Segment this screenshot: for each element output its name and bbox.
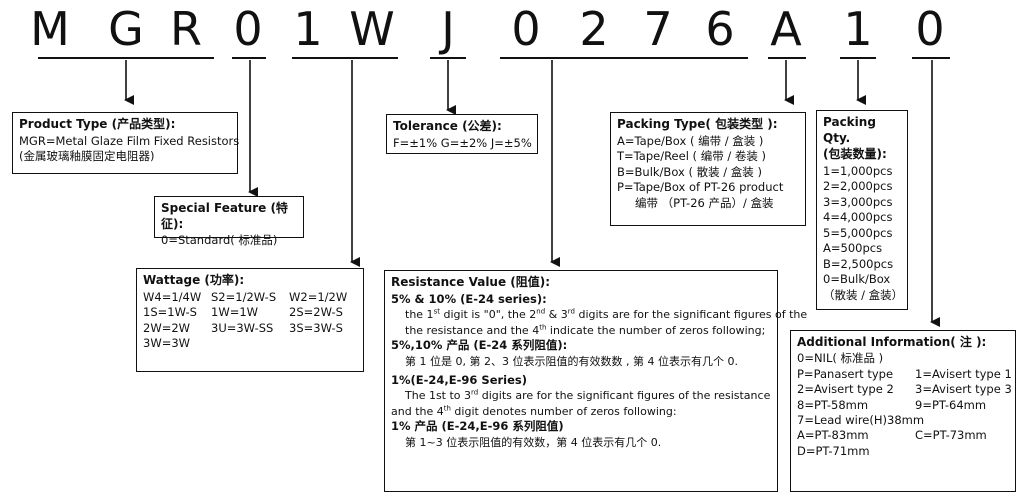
wattage-item: 1W=1W: [211, 305, 259, 319]
code-char: 6: [705, 2, 735, 56]
code-char: A: [770, 2, 802, 56]
packing-qty-line: 0=Bulk/Box: [823, 272, 891, 286]
code-char: 1: [843, 2, 873, 56]
packing-type-title: Packing Type( 包装类型 ):: [617, 117, 778, 131]
additional-info-item: 1=Avisert type 1: [915, 366, 1012, 381]
special-feature-box: Special Feature (特征): 0=Standard( 标准品): [154, 196, 304, 247]
code-char: G: [108, 2, 144, 56]
packing-qty-box: Packing Qty. (包装数量): 1=1,000pcs 2=2,000p…: [816, 110, 908, 310]
additional-info-line: D=PT-71mm: [797, 443, 870, 458]
wattage-item: W2=1/2W: [289, 289, 348, 304]
packing-qty-line: （散装 / 盒装）: [823, 287, 904, 302]
code-char: R: [170, 2, 202, 56]
underline-packing-qty: [840, 57, 876, 59]
wattage-box: Wattage (功率): W4=1/4W S2=1/2W-S W2=1/2W …: [136, 268, 364, 372]
additional-info-item: A=PT-83mm: [797, 428, 869, 443]
code-char: 1: [293, 2, 323, 56]
underline-tolerance: [430, 57, 466, 59]
product-type-line: MGR=Metal Glaze Film Fixed Resistors: [19, 133, 240, 148]
wattage-item: 3W=3W: [143, 336, 191, 350]
special-feature-line: 0=Standard( 标准品): [161, 233, 278, 247]
tolerance-line: F=±1% G=±2% J=±5%: [393, 135, 532, 150]
packing-qty-line: 2=2,000pcs: [823, 179, 893, 193]
packing-qty-line: 5=5,000pcs: [823, 225, 893, 240]
additional-info-line: 0=NIL( 标准品 ): [797, 351, 884, 366]
wattage-item: 3U=3W-SS: [211, 320, 274, 335]
wattage-item: 1S=1W-S: [143, 305, 197, 319]
resistance-subtitle-cn-e96: 1% 产品 (E-24,E-96 系列阻值): [391, 419, 564, 434]
packing-type-line: P=Tape/Box of PT-26 product: [617, 180, 784, 194]
resistance-paragraph-cn: 第 1 位是 0, 第 2、3 位表示阻值的有效数数 , 第 4 位表示有几个 …: [405, 354, 738, 368]
wattage-item: S2=1/2W-S: [211, 289, 277, 304]
resistance-box: Resistance Value (阻值): 5% & 10% (E-24 se…: [384, 270, 808, 492]
additional-info-item: 2=Avisert type 2: [797, 382, 894, 397]
resistance-title: Resistance Value (阻值):: [391, 275, 551, 289]
resistance-paragraph: the 1st digit is "0", the 2nd & 3rd digi…: [405, 307, 808, 322]
additional-info-item: C=PT-73mm: [915, 428, 987, 443]
code-char: 0: [511, 2, 541, 56]
underline-additional: [912, 57, 950, 59]
resistance-subtitle-e24: 5% & 10% (E-24 series):: [391, 291, 547, 306]
code-char: 0: [233, 2, 263, 56]
wattage-item: 2S=2W-S: [289, 305, 343, 319]
product-type-title: Product Type (产品类型):: [19, 117, 176, 131]
part-number-code: M G R 0 1 W J 0 2 7 6 A 1 0: [0, 0, 1024, 60]
tolerance-box: Tolerance (公差): F=±1% G=±2% J=±5%: [386, 114, 538, 154]
resistance-subtitle-cn-e24: 5%,10% 产品 (E-24 系列阻值):: [391, 338, 568, 353]
code-char: 2: [579, 2, 609, 56]
packing-type-line: T=Tape/Reel ( 编带 / 卷装 ): [617, 149, 767, 163]
packing-qty-line: 3=3,000pcs: [823, 194, 893, 209]
code-char: 0: [915, 2, 945, 56]
code-char: 7: [643, 2, 673, 56]
additional-info-item: 8=PT-58mm: [797, 397, 869, 412]
wattage-title: Wattage (功率):: [143, 273, 245, 287]
code-char: W: [349, 2, 395, 56]
underline-resistance: [500, 57, 748, 59]
product-type-line: (金属玻璃釉膜固定电阻器): [19, 149, 155, 163]
additional-info-grid: P=Panasert type 1=Avisert type 1 2=Avise…: [797, 366, 1012, 413]
packing-type-line: 编带 （PT-26 产品）/ 盒装: [635, 195, 774, 210]
code-char: J: [441, 2, 455, 56]
wattage-item: 3S=3W-S: [289, 320, 343, 335]
packing-qty-line: 1=1,000pcs: [823, 163, 893, 178]
underline-feature: [232, 57, 266, 59]
resistance-paragraph: The 1st to 3rd digits are for the signif…: [405, 388, 771, 403]
packing-type-box: Packing Type( 包装类型 ): A=Tape/Box ( 编带 / …: [610, 112, 806, 226]
additional-info-box: Additional Information( 注 ): 0=NIL( 标准品 …: [790, 330, 1016, 492]
packing-type-line: A=Tape/Box ( 编带 / 盒装 ): [617, 133, 764, 148]
product-type-box: Product Type (产品类型): MGR=Metal Glaze Fil…: [12, 112, 240, 174]
resistance-paragraph: and the 4th digit denotes number of zero…: [391, 404, 677, 418]
additional-info-item: 9=PT-64mm: [915, 397, 987, 412]
wattage-item: W4=1/4W: [143, 289, 202, 304]
wattage-grid: W4=1/4W S2=1/2W-S W2=1/2W 1S=1W-S 1W=1W …: [143, 290, 357, 352]
packing-type-line: B=Bulk/Box ( 散装 / 盒装 ): [617, 164, 762, 179]
underline-packing-type: [768, 57, 806, 59]
resistance-subtitle-e96: 1%(E-24,E-96 Series): [391, 372, 528, 387]
tolerance-title: Tolerance (公差):: [393, 119, 502, 133]
packing-qty-title: Packing Qty.: [823, 115, 876, 145]
additional-info-line: 7=Lead wire(H)38mm: [797, 413, 925, 428]
packing-qty-subtitle: (包装数量):: [823, 147, 887, 161]
wattage-item: 2W=2W: [143, 320, 191, 335]
code-char: M: [30, 2, 70, 56]
underline-wattage: [292, 57, 398, 59]
packing-qty-line: 4=4,000pcs: [823, 210, 893, 224]
additional-info-title: Additional Information( 注 ):: [797, 335, 987, 349]
special-feature-title: Special Feature (特征):: [161, 201, 288, 231]
resistance-paragraph: the resistance and the 4th indicate the …: [405, 323, 766, 337]
packing-qty-line: A=500pcs: [823, 241, 883, 255]
additional-info-item: 3=Avisert type 3: [915, 382, 1012, 397]
resistance-paragraph-cn: 第 1~3 位表示阻值的有效数，第 4 位表示有几个 0.: [405, 435, 662, 449]
packing-qty-line: B=2,500pcs: [823, 256, 894, 271]
additional-info-grid: A=PT-83mm C=PT-73mm: [797, 428, 1009, 443]
additional-info-item: P=Panasert type: [797, 366, 894, 381]
underline-mgr: [38, 57, 214, 59]
